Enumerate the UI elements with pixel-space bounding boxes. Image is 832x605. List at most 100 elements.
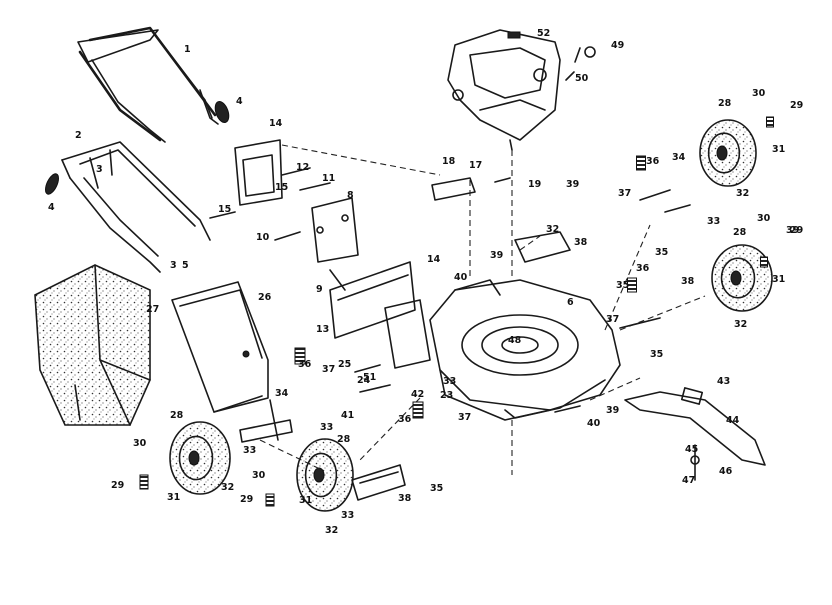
spark-plug [565, 46, 596, 81]
callout-number: 4 [236, 96, 243, 107]
callout-number: 36 [298, 359, 312, 370]
callout-number: 46 [719, 466, 733, 477]
mower-deck [429, 279, 621, 421]
callout-number: 12 [296, 162, 309, 173]
grass-bag-frame [171, 281, 269, 413]
callout-number: 29 [111, 480, 124, 491]
callout-number: 40 [587, 418, 601, 429]
hub-cap [139, 474, 149, 490]
callout-number: 39 [786, 225, 799, 236]
callout-number: 30 [252, 470, 266, 481]
callout-number: 43 [717, 376, 730, 387]
callout-number: 35 [430, 483, 443, 494]
callout-number: 10 [256, 232, 270, 243]
callout-number: 31 [772, 274, 785, 285]
callout-number: 8 [347, 190, 354, 201]
drive-belt [514, 231, 571, 263]
deflector [384, 299, 431, 369]
callout-number: 1 [184, 44, 191, 55]
hub-cap [265, 493, 275, 507]
callout-number: 14 [427, 254, 441, 265]
callout-number: 30 [757, 213, 771, 224]
callout-number: 32 [221, 482, 234, 493]
callout-number: 37 [458, 412, 471, 423]
callout-number: 34 [672, 152, 686, 163]
callout-number: 38 [574, 237, 588, 248]
callout-number: 37 [322, 364, 335, 375]
callout-number: 33 [443, 376, 456, 387]
callout-number: 29 [790, 100, 803, 111]
callout-number: 3 [170, 260, 177, 271]
callout-number: 4 [48, 202, 55, 213]
handle-knob-top [214, 100, 230, 124]
callout-number: 39 [566, 179, 579, 190]
height-adjuster-plate [311, 197, 359, 263]
callout-number: 27 [146, 304, 159, 315]
callout-number: 33 [341, 510, 354, 521]
callout-number: 34 [275, 388, 289, 399]
callout-number: 14 [269, 118, 283, 129]
callout-number: 23 [440, 390, 453, 401]
callout-number: 32 [736, 188, 749, 199]
callout-number: 28 [337, 434, 351, 445]
rear-baffle [329, 261, 416, 339]
callout-number: 9 [316, 284, 323, 295]
callout-number: 19 [528, 179, 541, 190]
callout-number: 15 [275, 182, 288, 193]
callout-number: 29 [790, 225, 803, 236]
wheel [711, 244, 773, 312]
callout-number: 28 [718, 98, 732, 109]
callout-number: 11 [322, 173, 335, 184]
wheel [699, 119, 757, 187]
rear-axle [351, 464, 406, 501]
callout-number: 37 [618, 188, 631, 199]
callout-number: 5 [182, 260, 189, 271]
callout-number: 51 [363, 372, 376, 383]
callout-number: 37 [606, 314, 619, 325]
hub-cap [627, 277, 637, 293]
callout-number: 49 [611, 40, 624, 51]
callout-number: 30 [752, 88, 766, 99]
callout-number: 30 [133, 438, 147, 449]
hub-cap [636, 155, 646, 171]
callout-number: 32 [325, 525, 338, 536]
callout-number: 52 [537, 28, 550, 39]
callout-number: 32 [734, 319, 747, 330]
callout-number: 15 [218, 204, 231, 215]
callout-number: 28 [733, 227, 747, 238]
callout-number: 6 [567, 297, 574, 308]
callout-number: 48 [508, 335, 522, 346]
callout-number: 26 [258, 292, 272, 303]
hub-cap [412, 401, 424, 419]
handle-knob-left [45, 173, 59, 195]
callout-number: 31 [772, 144, 785, 155]
callout-number: 18 [442, 156, 456, 167]
callout-number: 31 [299, 495, 312, 506]
callout-number: 29 [240, 494, 253, 505]
callout-number: 50 [575, 73, 589, 84]
callout-number: 47 [682, 475, 695, 486]
engine [447, 29, 561, 151]
wheel [296, 438, 354, 512]
callout-number: 17 [469, 160, 482, 171]
callout-number: 31 [167, 492, 180, 503]
callout-number: 36 [398, 414, 412, 425]
callout-number: 38 [398, 493, 412, 504]
wheel [169, 421, 231, 495]
hub-cap [760, 256, 768, 268]
callout-number: 40 [454, 272, 468, 283]
callout-number: 13 [316, 324, 329, 335]
callout-number: 24 [357, 375, 371, 386]
blade-bolt [690, 444, 700, 481]
hardware [209, 167, 691, 443]
callout-number: 33 [707, 216, 720, 227]
callout-number: 38 [681, 276, 695, 287]
blade [624, 387, 766, 466]
callout-number: 35 [616, 280, 629, 291]
callout-number: 2 [75, 130, 82, 141]
lower-handle [61, 141, 211, 273]
callout-number: 32 [546, 224, 559, 235]
callout-number: 3 [96, 164, 103, 175]
